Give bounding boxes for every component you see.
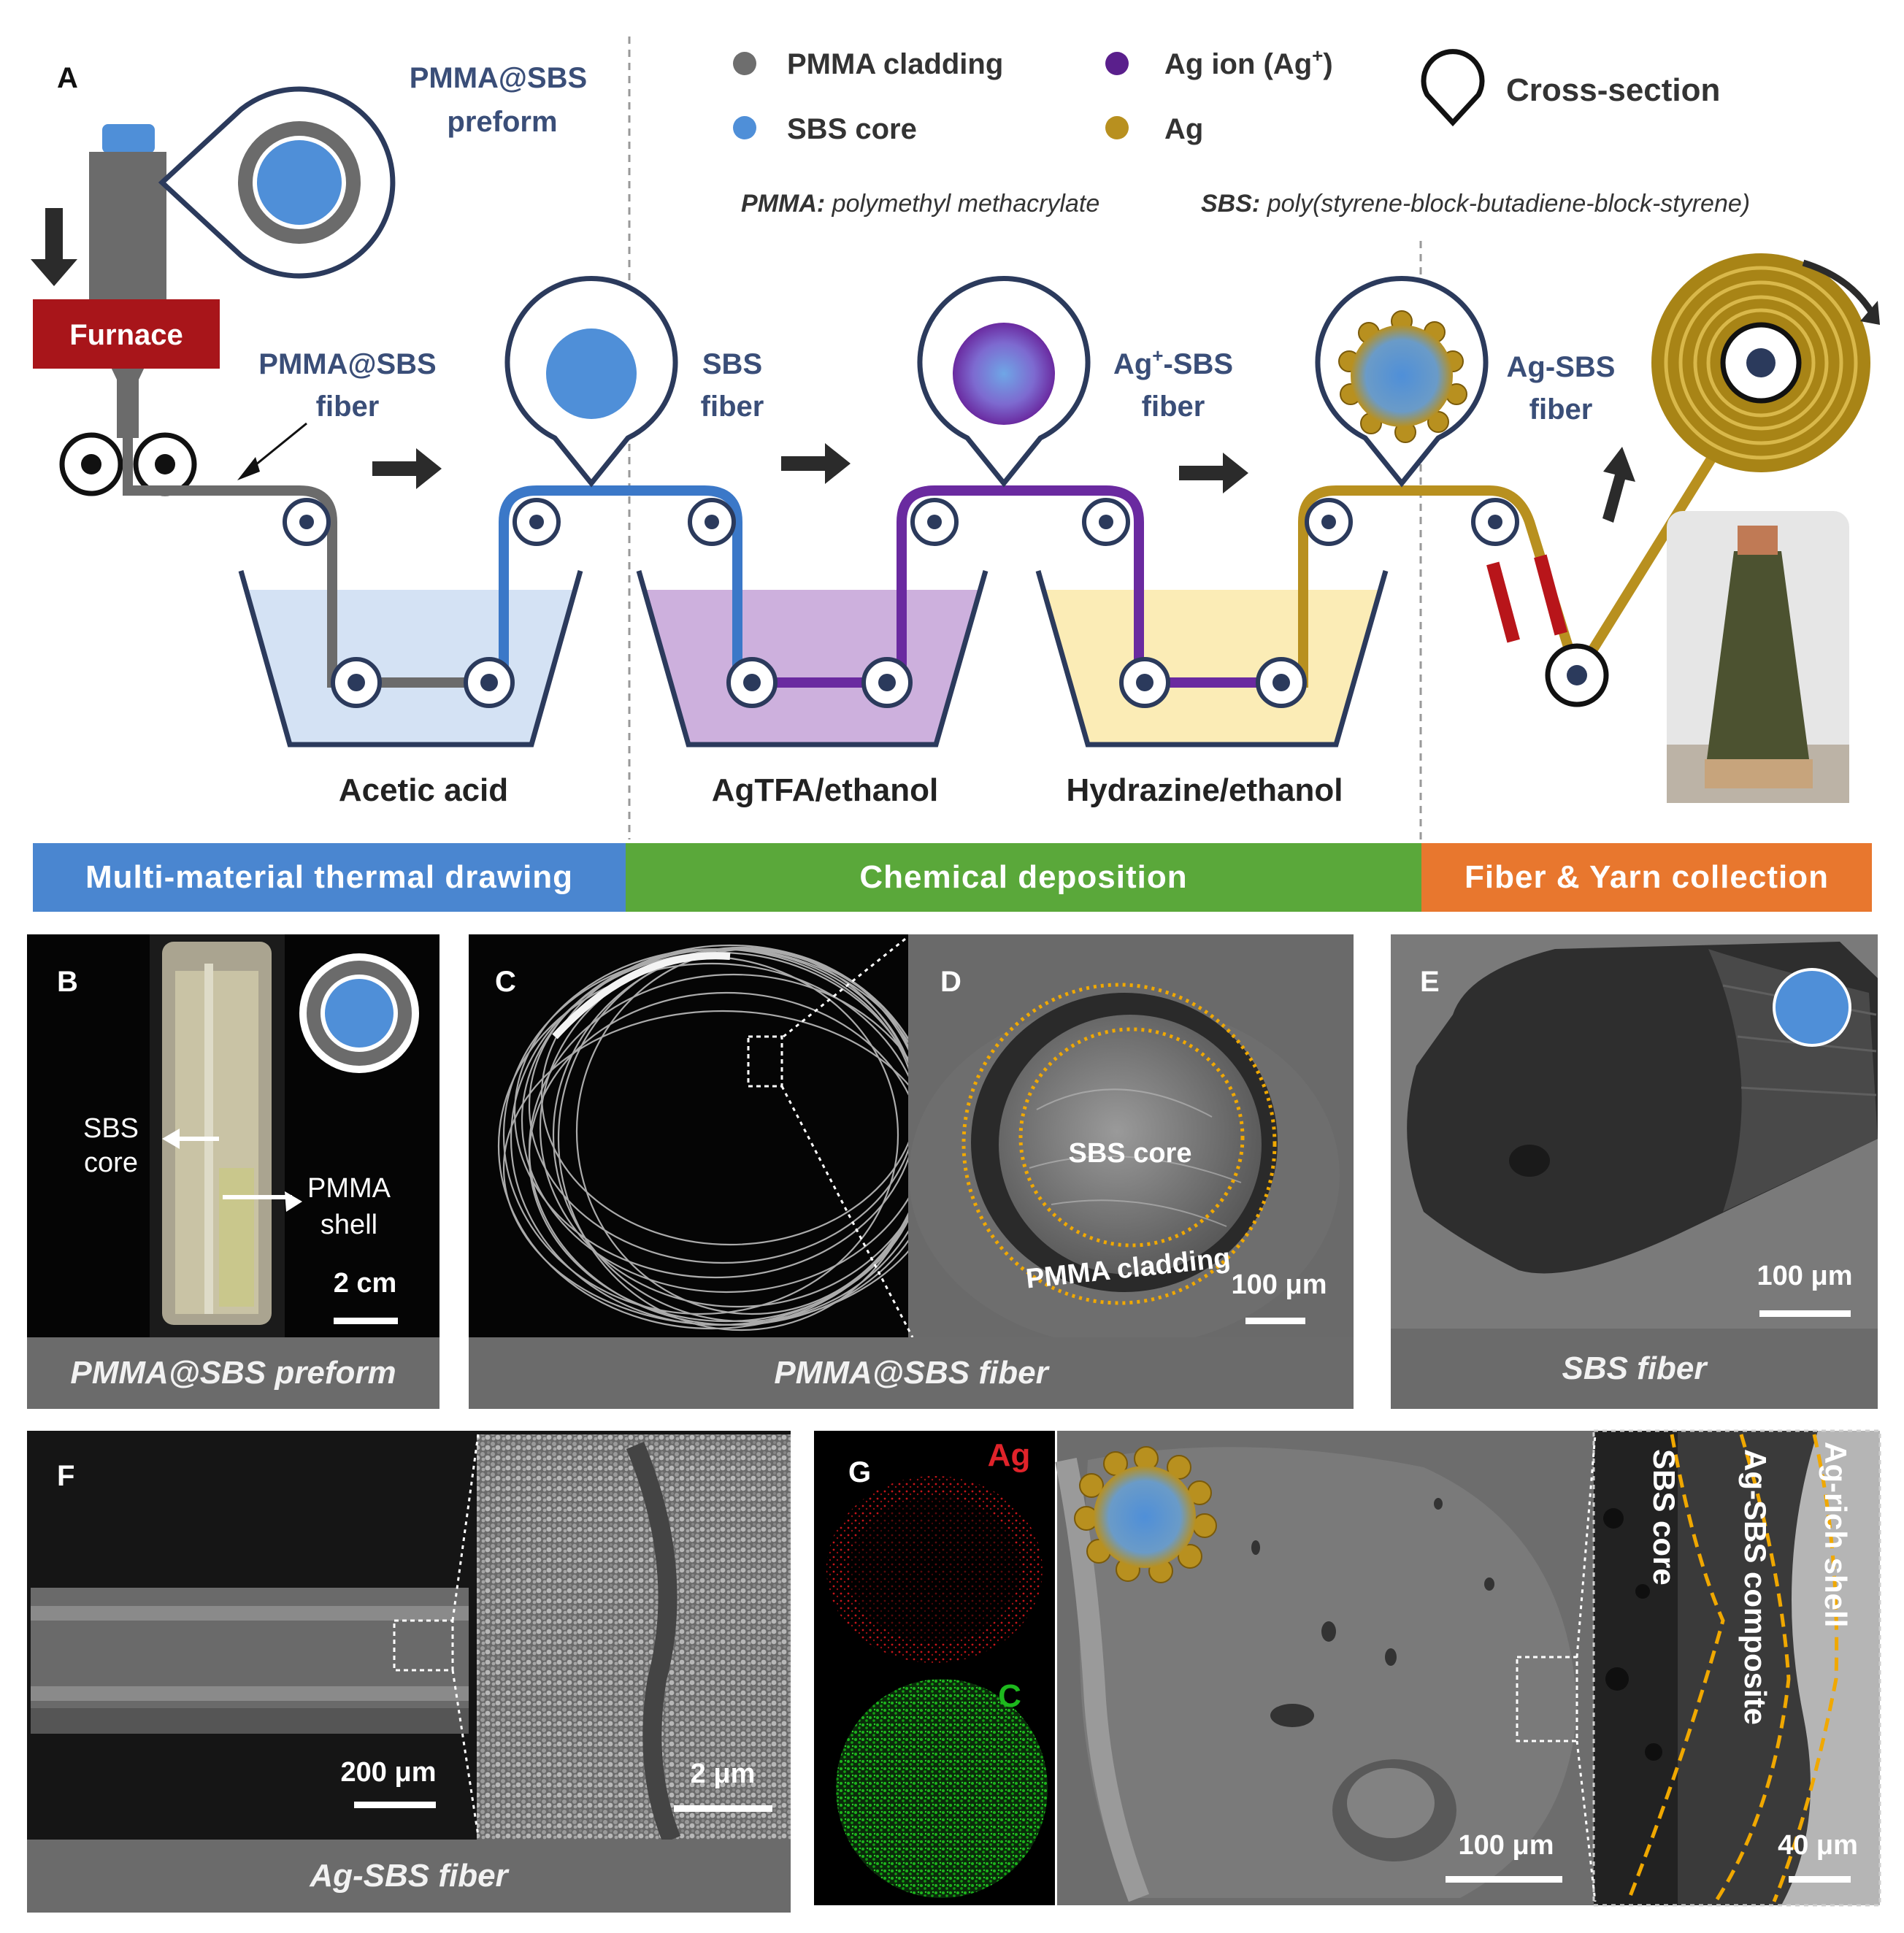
- caption-e: SBS fiber: [1391, 1329, 1878, 1409]
- label-bath-agtfa: AgTFA/ethanol: [712, 772, 938, 808]
- pointer-arrowhead-icon: [237, 457, 260, 480]
- legend-dot-sbs: [733, 116, 756, 139]
- panel-letter-e: E: [1420, 966, 1440, 998]
- pin-ag-sbs: [1315, 275, 1489, 488]
- definitions: PMMA: polymethyl methacrylate SBS: poly(…: [741, 190, 1750, 218]
- label-g-composite: Ag-SBS composite: [1738, 1449, 1773, 1725]
- scalebar-g-label-2: 40 μm: [1778, 1830, 1858, 1861]
- rotate-arrow-icon: [1802, 259, 1876, 316]
- cross-section-pin-icon: [1421, 49, 1485, 127]
- scalebar-f-label-1: 200 μm: [341, 1757, 437, 1788]
- furnace-box: [33, 299, 220, 369]
- preform-body: [89, 152, 166, 438]
- label-g-ag-rich-shell: Ag-rich shell: [1819, 1442, 1853, 1627]
- draw-roller-right: [133, 432, 197, 496]
- pointer-line: [247, 422, 307, 472]
- legend-ag-label: Ag: [1164, 113, 1203, 145]
- bath-agtfa-ethanol: [636, 570, 989, 748]
- roller-hubs: [299, 515, 1587, 691]
- legend-sbs-label: SBS core: [787, 113, 917, 145]
- heater-bars: [1486, 554, 1567, 643]
- bath-acetic-acid: [238, 570, 583, 748]
- legend-dot-pmma: [733, 52, 756, 75]
- banner-collection: Fiber & Yarn collection: [1421, 843, 1872, 912]
- process-arrow-icons: [372, 443, 1248, 493]
- draw-roller-left: [59, 432, 123, 496]
- yarn-spool: [1651, 253, 1880, 472]
- label-g-c: C: [998, 1678, 1021, 1714]
- label-bath-acetic: Acetic acid: [339, 772, 508, 808]
- caption-f: Ag-SBS fiber: [27, 1840, 791, 1913]
- panel-letter-c: C: [495, 966, 516, 998]
- legend-dot-ag: [1105, 116, 1129, 139]
- pin-sbs: [504, 275, 678, 488]
- bath-hydrazine-ethanol: [1035, 570, 1389, 748]
- panel-b: [27, 934, 439, 1337]
- label-g-sbs-core: SBS core: [1647, 1449, 1681, 1586]
- fiber-pmma-sbs: [123, 438, 496, 688]
- up-arrow-icon: [1602, 447, 1635, 523]
- fiber-ag: [1296, 355, 1778, 688]
- label-g-ag: Ag: [988, 1437, 1031, 1473]
- caption-cd: PMMA@SBS fiber: [469, 1337, 1354, 1409]
- panel-e: [1391, 934, 1878, 1329]
- fiber-sbs: [496, 485, 894, 688]
- legend-dot-ag-ion: [1105, 52, 1129, 75]
- legend-ag-ion-label: Ag ion (Ag+): [1164, 45, 1333, 80]
- banner-chemical-deposition: Chemical deposition: [626, 843, 1421, 912]
- bath-labels: Acetic acid AgTFA/ethanol Hydrazine/etha…: [339, 772, 1343, 808]
- scalebar-g-label-1: 100 μm: [1459, 1830, 1554, 1861]
- furnace-label: Furnace: [69, 319, 183, 351]
- yarn-photo: [1667, 511, 1849, 803]
- panel-g: [814, 1429, 1881, 1907]
- panel-letter-f: F: [57, 1460, 74, 1492]
- panel-d: [780, 934, 1354, 1347]
- scalebar-f-label-2: 2 μm: [691, 1759, 756, 1789]
- banner-thermal-drawing: Multi-material thermal drawing: [33, 843, 626, 912]
- panel-letter-d: D: [940, 966, 961, 998]
- legend: PMMA cladding SBS core Ag ion (Ag+) Ag C…: [733, 45, 1720, 145]
- down-arrow-icon: [31, 208, 77, 286]
- scalebar-e-label: 100 μm: [1757, 1261, 1853, 1291]
- legend-pmma-label: PMMA cladding: [787, 48, 1003, 80]
- panel-letter-b: B: [57, 966, 78, 998]
- label-d-sbs-core: SBS core: [1069, 1138, 1192, 1169]
- label-bath-hydrazine: Hydrazine/ethanol: [1067, 772, 1343, 808]
- panel-letter-g: G: [848, 1456, 871, 1488]
- fiber-ag-ion: [737, 485, 1296, 688]
- panel-c: [469, 934, 943, 1337]
- pin-ag-ion: [917, 275, 1091, 488]
- panel-f: [27, 1431, 791, 1843]
- preform-cap: [102, 124, 155, 153]
- preform-core-fill: [257, 140, 342, 225]
- scalebar-b-label: 2 cm: [334, 1268, 397, 1299]
- panel-letter-a: A: [57, 62, 78, 94]
- preform-label: PMMA@SBS preform: [410, 62, 596, 138]
- scalebar-d-label: 100 μm: [1232, 1269, 1327, 1300]
- caption-b: PMMA@SBS preform: [27, 1337, 439, 1409]
- legend-cross-section-label: Cross-section: [1506, 72, 1720, 108]
